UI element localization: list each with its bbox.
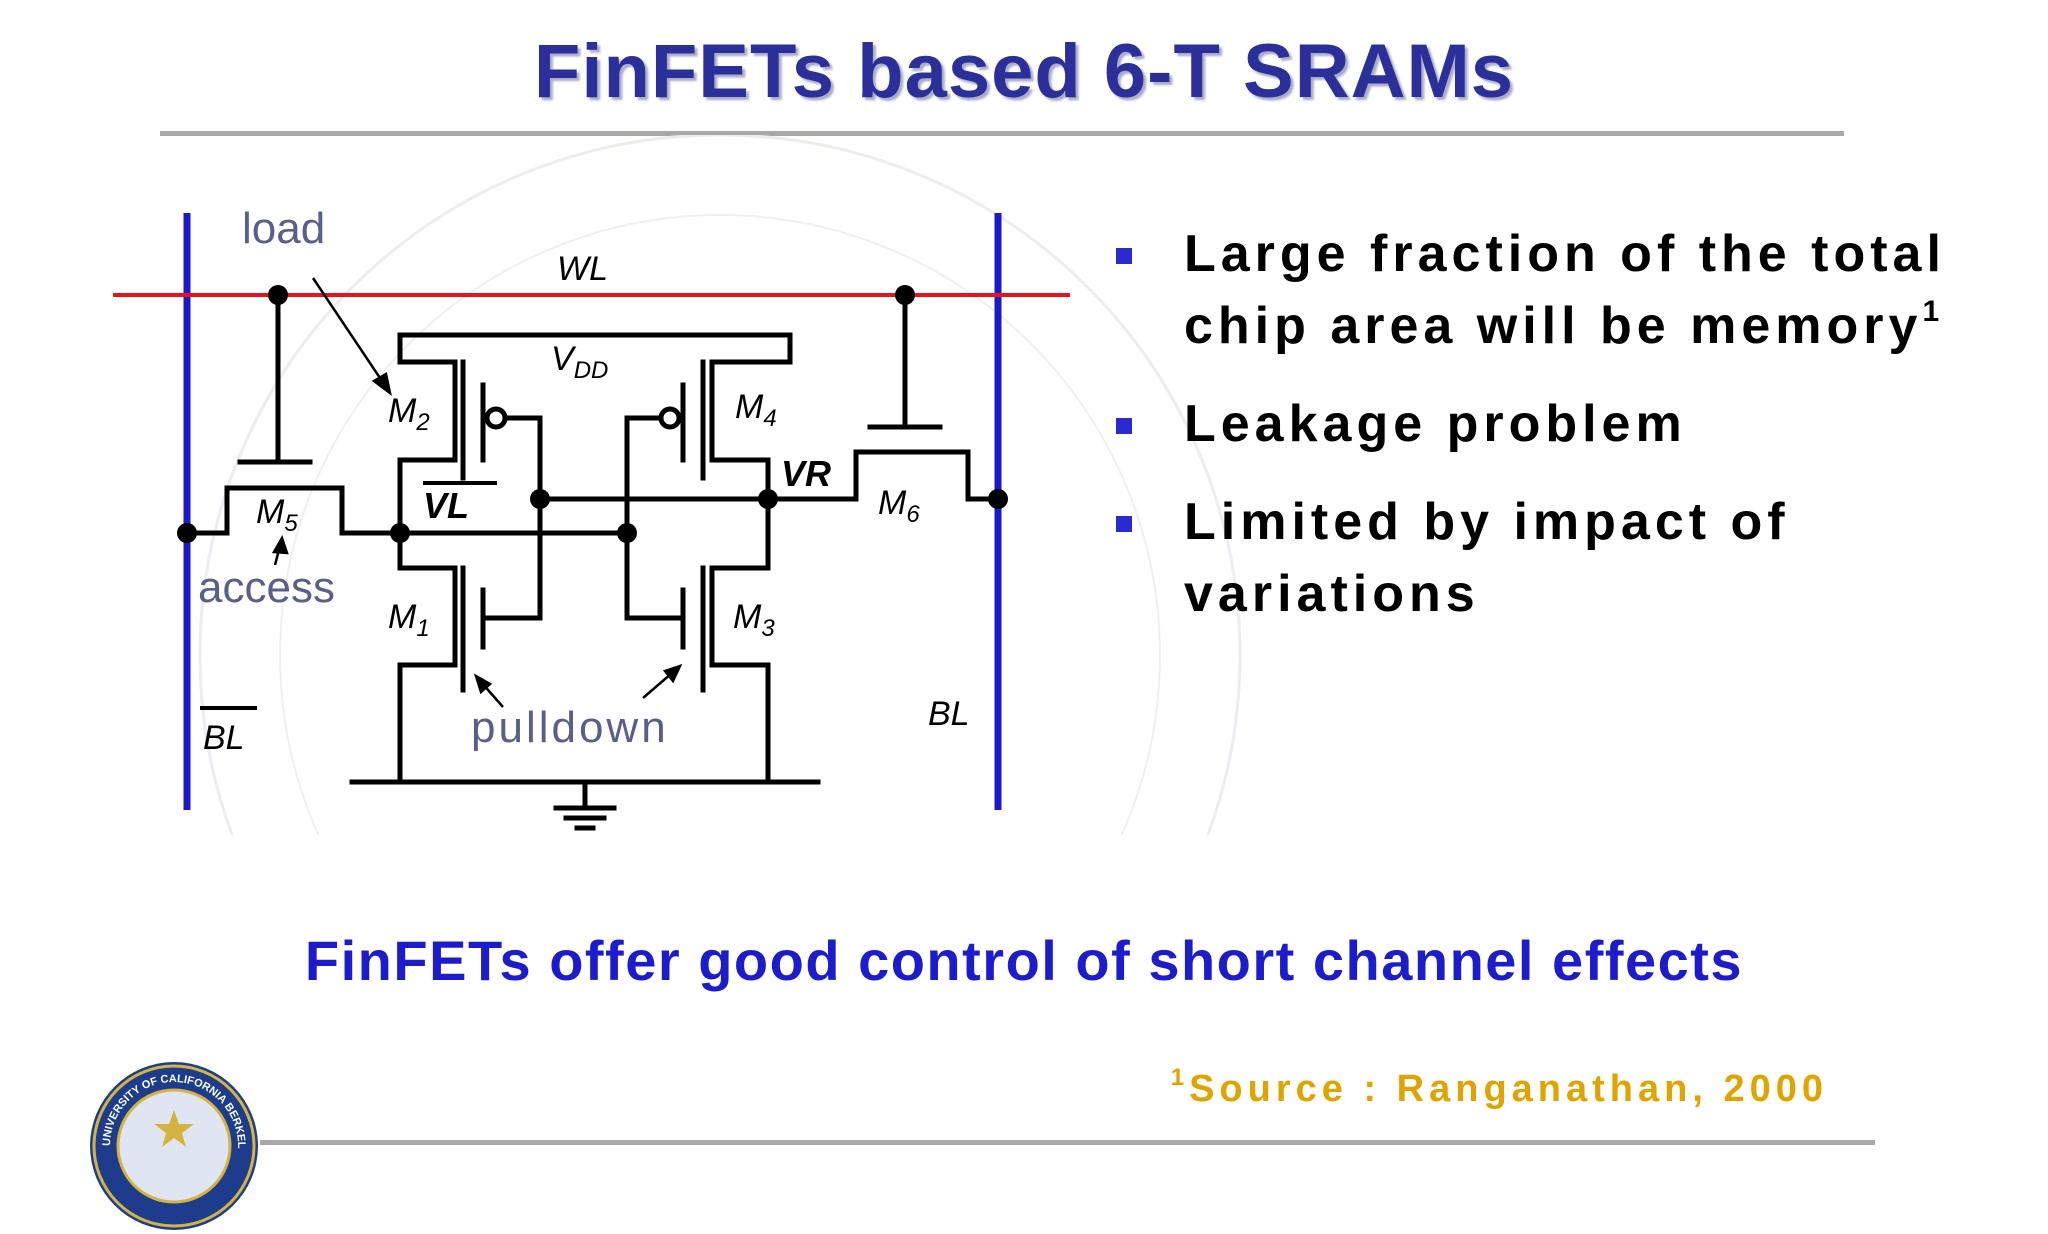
- slide-title: FinFETs based 6-T SRAMs: [533, 29, 1515, 114]
- m4-label: M4: [735, 388, 777, 432]
- sram-6t-schematic: load access pulldown WL VDD M2 M4 M5 M6 …: [113, 204, 1070, 831]
- m1-label: M1: [388, 598, 430, 642]
- source-citation: 1Source : Ranganathan, 2000: [1170, 1064, 1828, 1111]
- bullet-square-icon: [1116, 516, 1132, 532]
- bullet-square-icon: [1116, 418, 1132, 434]
- pulldown-label: pulldown: [471, 703, 669, 752]
- title-divider: [160, 131, 1844, 136]
- bl-label: BL: [928, 695, 970, 733]
- access-label: access: [198, 563, 335, 612]
- bullet-item: Large fraction of the total chip area wi…: [1110, 218, 1990, 362]
- university-watermark: [198, 135, 1242, 835]
- tagline: FinFETs offer good control of short chan…: [304, 929, 1744, 992]
- m6-label: M6: [878, 484, 920, 528]
- bullet-square-icon: [1116, 248, 1132, 264]
- bullet-item: Limited by impact of variations: [1110, 486, 1990, 630]
- bullet-list: Large fraction of the total chip area wi…: [1110, 218, 1990, 656]
- m5-label: M5: [256, 493, 298, 537]
- wl-label: WL: [557, 250, 608, 288]
- vr-node-label: VR: [781, 453, 831, 494]
- bullet-item: Leakage problem: [1110, 388, 1990, 460]
- bl-bar-label: BL: [203, 719, 245, 757]
- vdd-label: VDD: [551, 340, 608, 384]
- university-seal-logo: UNIVERSITY OF CALIFORNIA BERKELEY: [86, 1058, 258, 1230]
- load-label: load: [242, 204, 325, 253]
- m3-label: M3: [733, 598, 775, 642]
- footer-divider: [260, 1140, 1875, 1145]
- m2-label: M2: [388, 392, 430, 436]
- vl-node-label: VL: [423, 485, 469, 526]
